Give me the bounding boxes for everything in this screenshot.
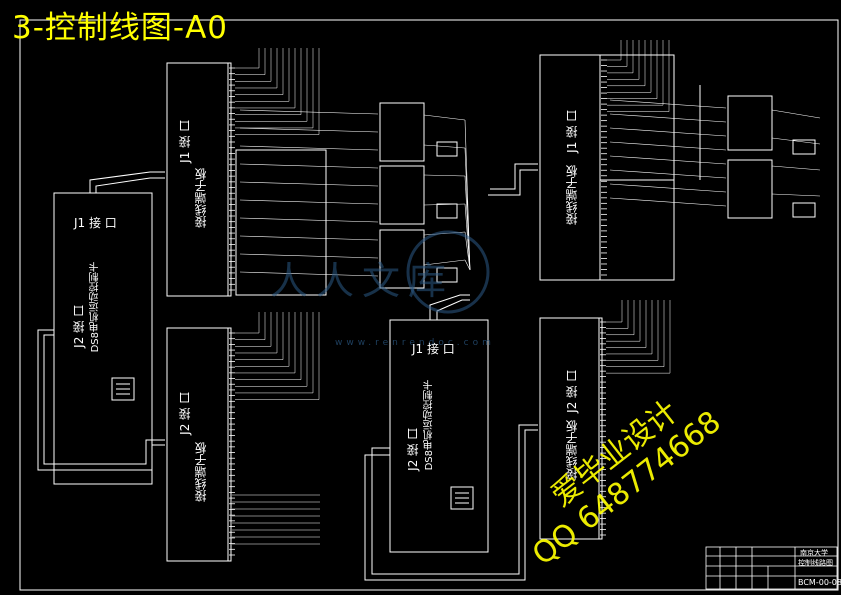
- title-block-school: 南京大学: [800, 549, 828, 557]
- terminal-lb-name: 接线端子板: [194, 442, 208, 502]
- terminal-board-left-bottom: [166, 327, 232, 562]
- card-left-j2: J2 接 口: [72, 305, 86, 348]
- terminal-board-right-top: [539, 54, 675, 281]
- terminal-rt-label: J1 接 口: [565, 110, 579, 153]
- terminal-board-right-bottom: [539, 317, 603, 540]
- card-mid-j1: J1 接 口: [412, 342, 455, 356]
- card-left-j1: J1 接 口: [74, 216, 117, 230]
- motion-card-left: [53, 192, 153, 485]
- terminal-rt-name: 接线端子板: [565, 165, 579, 225]
- terminal-pins-right-top: [601, 40, 670, 276]
- wires-middle: [239, 109, 471, 277]
- motion-card-middle: [364, 163, 538, 581]
- driver-modules-right: [699, 85, 816, 219]
- title-block-drawing-name: 控制线路图: [798, 559, 833, 567]
- terminal-rb-label: J2 接 口: [565, 370, 579, 413]
- card-mid-j2: J2 接 口: [406, 428, 420, 471]
- card-mid-name: DS8电机运动控制卡: [424, 380, 435, 471]
- title-block: [705, 546, 838, 590]
- terminal-lt-label: J1 接 口: [178, 120, 192, 163]
- drawing-title: 3-控制线图-A0: [12, 10, 229, 46]
- title-block-code: BCM-00-08: [798, 578, 841, 587]
- driver-modules-middle: [235, 102, 458, 296]
- terminal-pins-left-top: [229, 48, 320, 291]
- watermark-logo: [406, 230, 490, 314]
- terminal-board-left-top: [166, 62, 232, 297]
- wires-right: [232, 99, 821, 545]
- terminal-lb-label: J2 接 口: [178, 392, 192, 435]
- terminal-lt-name: 接线端子板: [194, 168, 208, 228]
- watermark-site-name: 人人文库: [270, 259, 455, 303]
- drawing-frame: [19, 19, 839, 591]
- terminal-pins-left-bottom: [229, 312, 320, 556]
- cable-left: [37, 171, 165, 471]
- card-left-name: DS8电机运动控制卡: [90, 262, 101, 353]
- terminal-pins-right-bottom: [600, 300, 671, 536]
- watermark-site-url: www.renrendoc.com: [335, 338, 495, 348]
